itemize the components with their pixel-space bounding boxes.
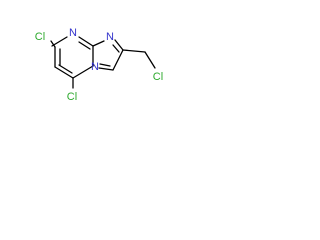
bond-c2-ch2 bbox=[122, 49, 146, 53]
bond-c5-c6-inner bbox=[58, 64, 73, 74]
bond-n1-c2 bbox=[114, 39, 124, 51]
bond-c2-c3 bbox=[112, 49, 124, 71]
atom-label-cl-left: Cl bbox=[35, 31, 45, 43]
bond-n8-c8a bbox=[78, 36, 94, 47]
bond-c3-n4-inner bbox=[99, 63, 111, 67]
atom-label-n-imidazole: N bbox=[106, 31, 114, 43]
bond-n4-c5 bbox=[72, 65, 94, 79]
bond-c5-c6 bbox=[54, 66, 74, 79]
bond-c8a-n1 bbox=[92, 40, 105, 47]
bonds bbox=[50, 36, 156, 89]
bond-c3-n4 bbox=[98, 67, 114, 71]
atom-labels: Cl N N N Cl Cl bbox=[35, 27, 163, 103]
atom-label-cl-bottom: Cl bbox=[67, 91, 77, 103]
atom-label-n-pyrimidine: N bbox=[69, 27, 77, 39]
bond-n8-c8a-inner bbox=[78, 41, 91, 50]
atom-label-cl-chloromethyl: Cl bbox=[153, 71, 163, 83]
chemical-structure: Cl N N N Cl Cl bbox=[35, 27, 163, 103]
bond-ch2-cl bbox=[144, 51, 156, 69]
bond-c7-cl bbox=[50, 40, 56, 48]
atom-label-n-bridge: N bbox=[91, 61, 99, 73]
bond-n1-c2-inner bbox=[112, 44, 120, 53]
bond-c7-n8 bbox=[51, 36, 68, 47]
